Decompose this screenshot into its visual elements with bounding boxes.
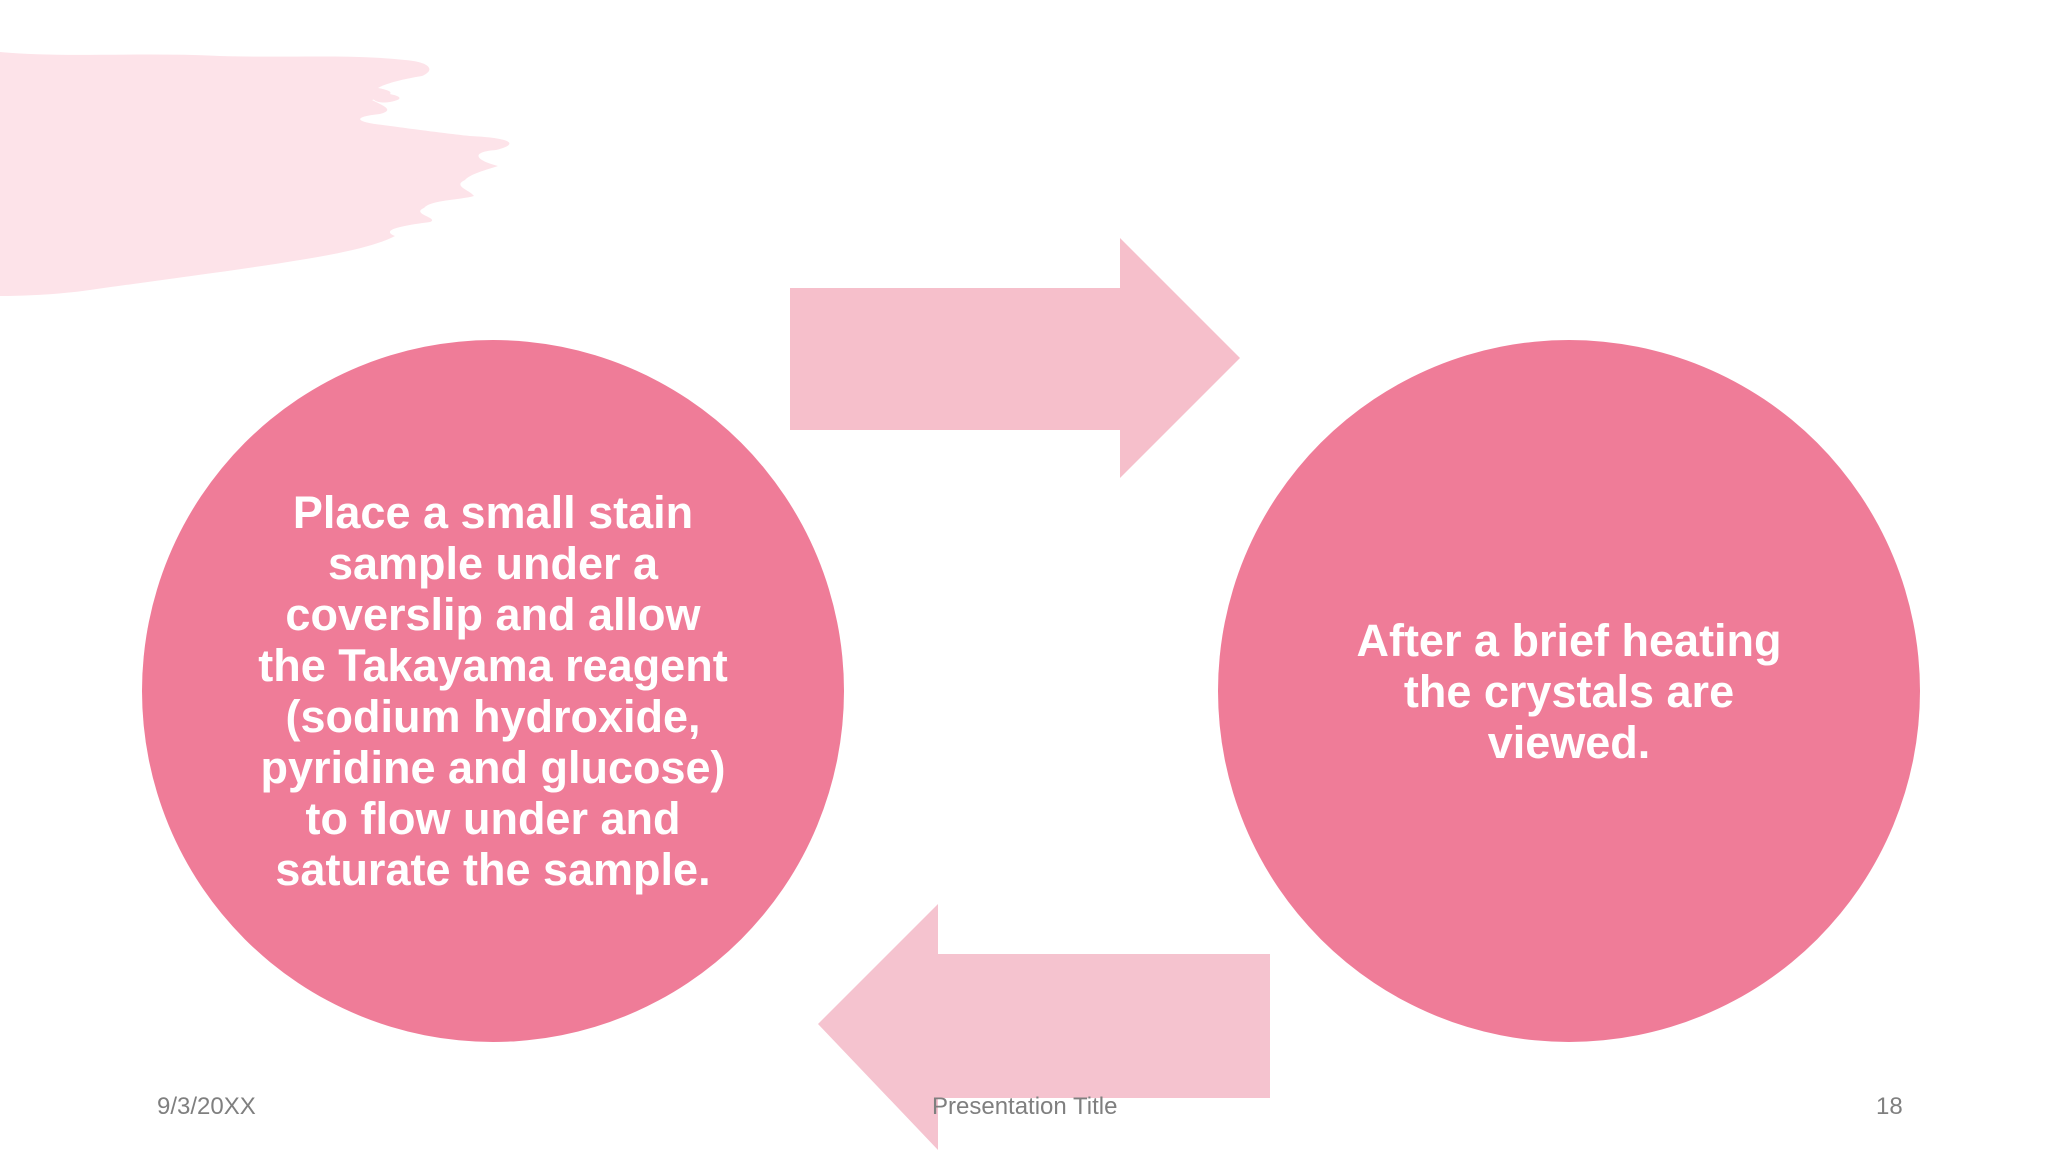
- footer-page-number: 18: [1876, 1093, 1903, 1120]
- step-one-text: Place a small stain sample under a cover…: [258, 487, 728, 895]
- arrow-right-shape: [790, 238, 1240, 478]
- arrow-right-body: [790, 238, 1240, 478]
- arrow-left-shape: [818, 904, 1270, 1150]
- arrow-left-body: [818, 904, 1270, 1150]
- step-two-circle: After a brief heating the crystals are v…: [1218, 340, 1920, 1042]
- brush-stroke-decoration: [0, 52, 510, 296]
- brush-stroke-shape: [0, 52, 510, 296]
- step-one-circle: Place a small stain sample under a cover…: [142, 340, 844, 1042]
- step-two-text: After a brief heating the crystals are v…: [1356, 614, 1782, 768]
- footer-presentation-title: Presentation Title: [932, 1093, 1118, 1120]
- brush-stroke-streak: [372, 92, 400, 103]
- footer-date: 9/3/20XX: [157, 1093, 256, 1120]
- brush-stroke-streak: [415, 176, 441, 187]
